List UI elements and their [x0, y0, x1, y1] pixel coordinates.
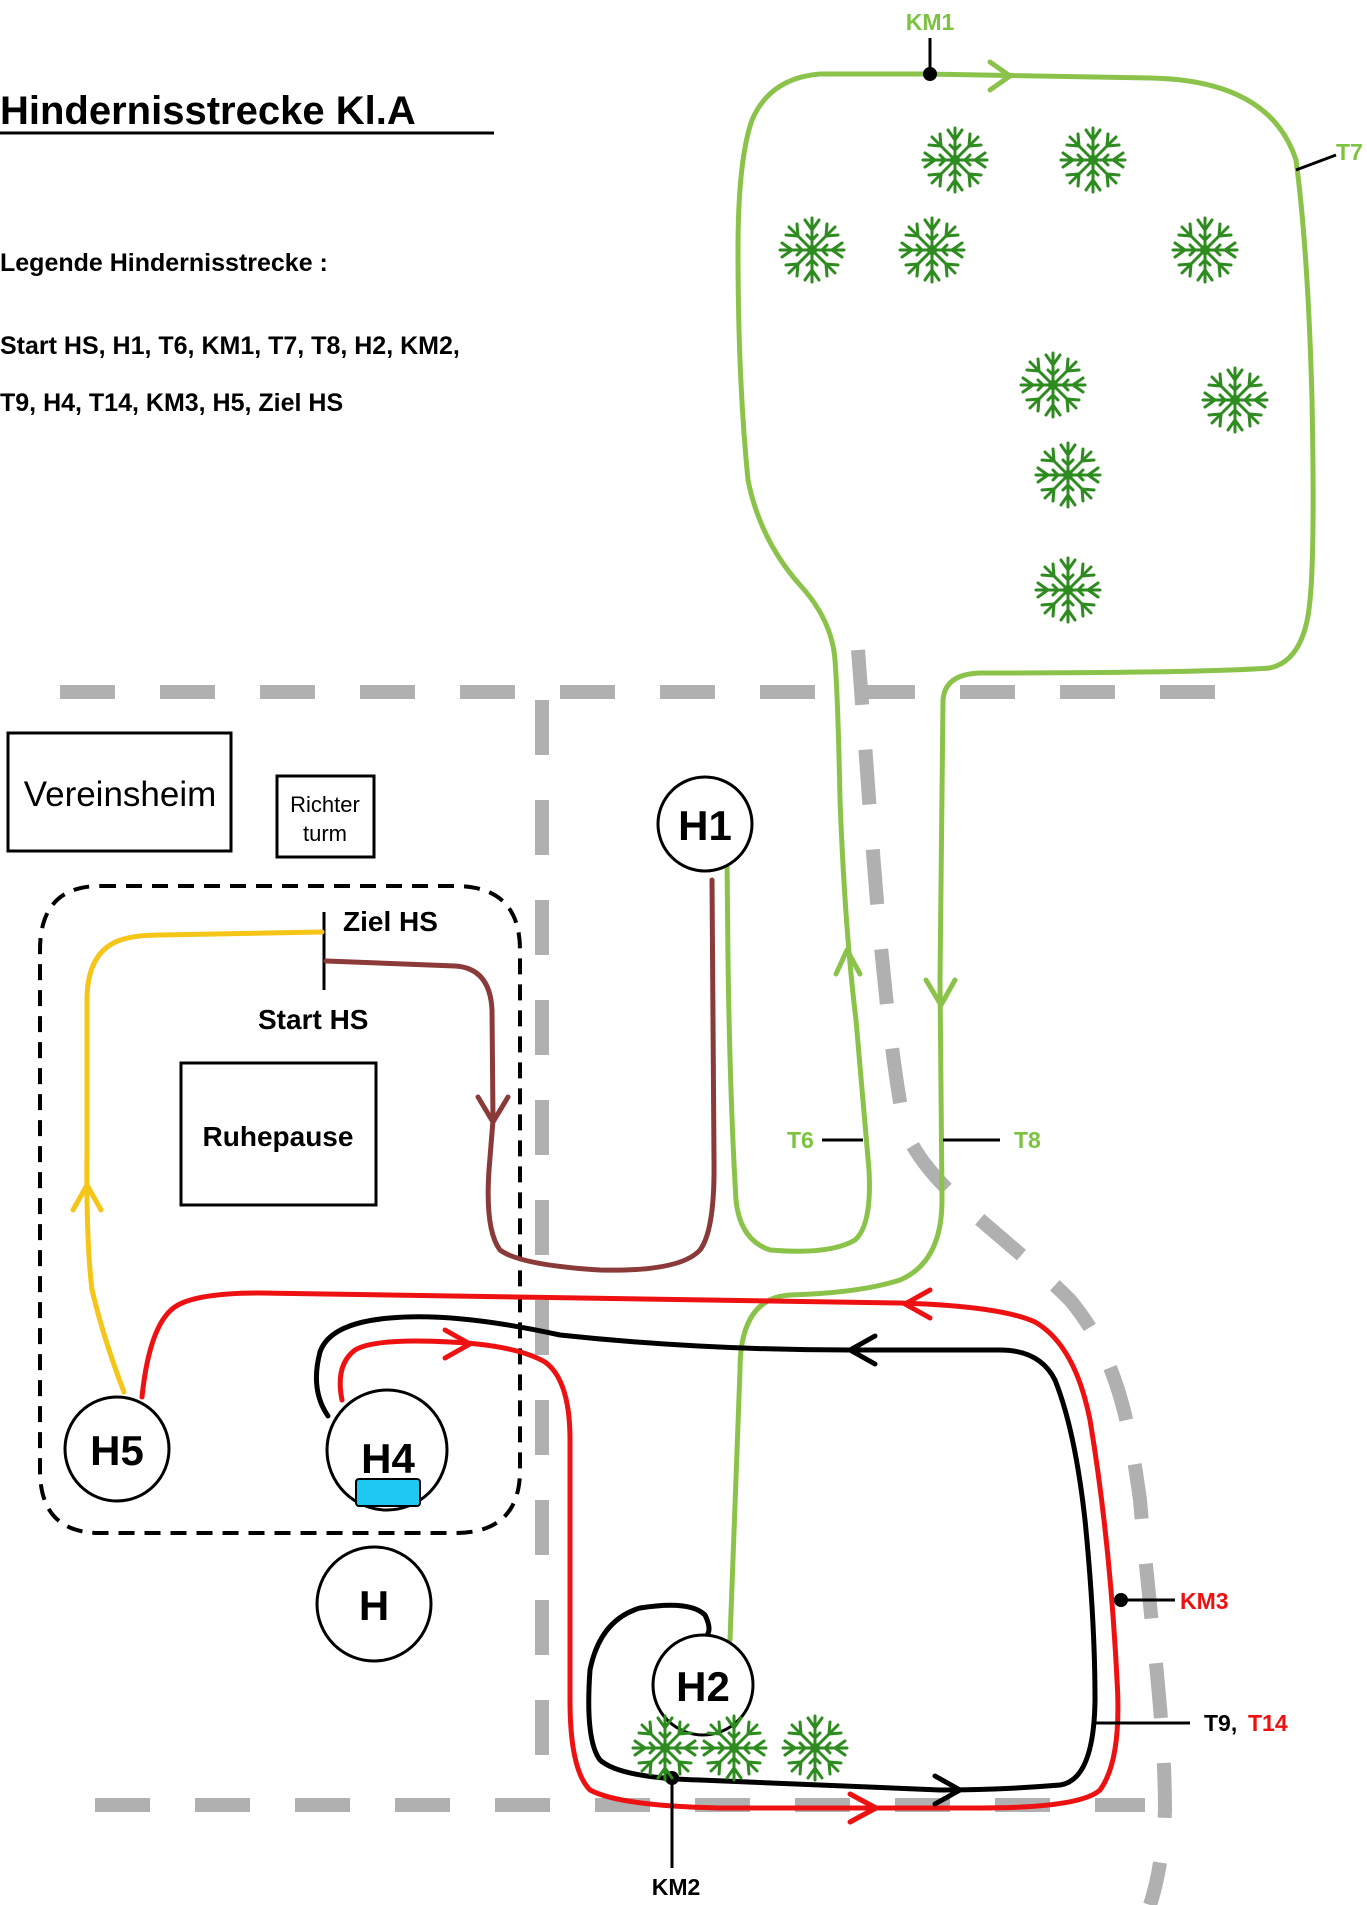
rest-area-boundary — [38, 884, 522, 1535]
obstacle-h4-label: H4 — [361, 1435, 415, 1482]
route-red — [139, 1287, 1121, 1825]
ziel-hs-label: Ziel HS — [343, 906, 438, 937]
vereinsheim-label: Vereinsheim — [24, 775, 217, 814]
obstacle-h5: H5 — [63, 1395, 171, 1503]
t7-marker — [1295, 153, 1337, 172]
route-black — [313, 1314, 1098, 1807]
tree-icon — [781, 1714, 849, 1782]
tree-icon — [921, 126, 989, 194]
t9-label: T9, — [1204, 1710, 1237, 1736]
arena-boundary — [60, 649, 1250, 1905]
km1-label: KM1 — [906, 9, 955, 35]
tree-icon — [1171, 216, 1239, 284]
vereinsheim-box — [6, 731, 233, 853]
obstacle-h1: H1 — [656, 775, 754, 873]
tree-icon — [898, 216, 966, 284]
richterturm-label-1: Richter — [290, 792, 360, 817]
t6-label: T6 — [787, 1127, 814, 1153]
tree-icon — [1019, 351, 1087, 419]
route-green — [724, 59, 1316, 1643]
route-brown — [323, 877, 717, 1273]
route-yellow — [70, 929, 325, 1395]
trees-forest — [778, 126, 1269, 624]
start-hs-label: Start HS — [258, 1004, 368, 1035]
ruhepause-label: Ruhepause — [203, 1121, 354, 1152]
km3-dot — [1114, 1593, 1128, 1607]
legend-line-1: Start HS, H1, T6, KM1, T7, T8, H2, KM2, — [0, 332, 460, 360]
km1-dot — [923, 67, 937, 81]
ruhepause-box — [179, 1061, 378, 1207]
obstacle-h5-label: H5 — [90, 1427, 144, 1474]
tree-icon — [1034, 556, 1102, 624]
richterturm-label-2: turm — [303, 821, 347, 846]
km2-label: KM2 — [652, 1874, 701, 1900]
t7-label: T7 — [1336, 139, 1363, 165]
obstacle-h-label: H — [359, 1582, 389, 1629]
obstacle-h4: H4 — [325, 1388, 449, 1512]
tree-icon — [700, 1714, 768, 1782]
obstacle-h2: H2 — [651, 1633, 755, 1737]
obstacle-h: H — [315, 1545, 433, 1663]
legend-line-2: T9, H4, T14, KM3, H5, Ziel HS — [0, 389, 343, 417]
water-trough — [355, 1478, 421, 1507]
tree-icon — [778, 216, 846, 284]
t8-label: T8 — [1014, 1127, 1041, 1153]
obstacle-h2-label: H2 — [676, 1663, 730, 1710]
tree-icon — [1059, 126, 1127, 194]
richterturm-box — [275, 774, 376, 859]
tree-icon — [1034, 441, 1102, 509]
trees-h2 — [631, 1714, 849, 1782]
obstacle-h1-label: H1 — [678, 802, 732, 849]
tree-icon — [631, 1714, 699, 1782]
km3-label: KM3 — [1180, 1588, 1229, 1614]
page-title: Hindernisstrecke Kl.A — [0, 89, 416, 133]
legend-heading: Legende Hindernisstrecke : — [0, 249, 328, 277]
t14-label: T14 — [1248, 1710, 1288, 1736]
tree-icon — [1201, 366, 1269, 434]
